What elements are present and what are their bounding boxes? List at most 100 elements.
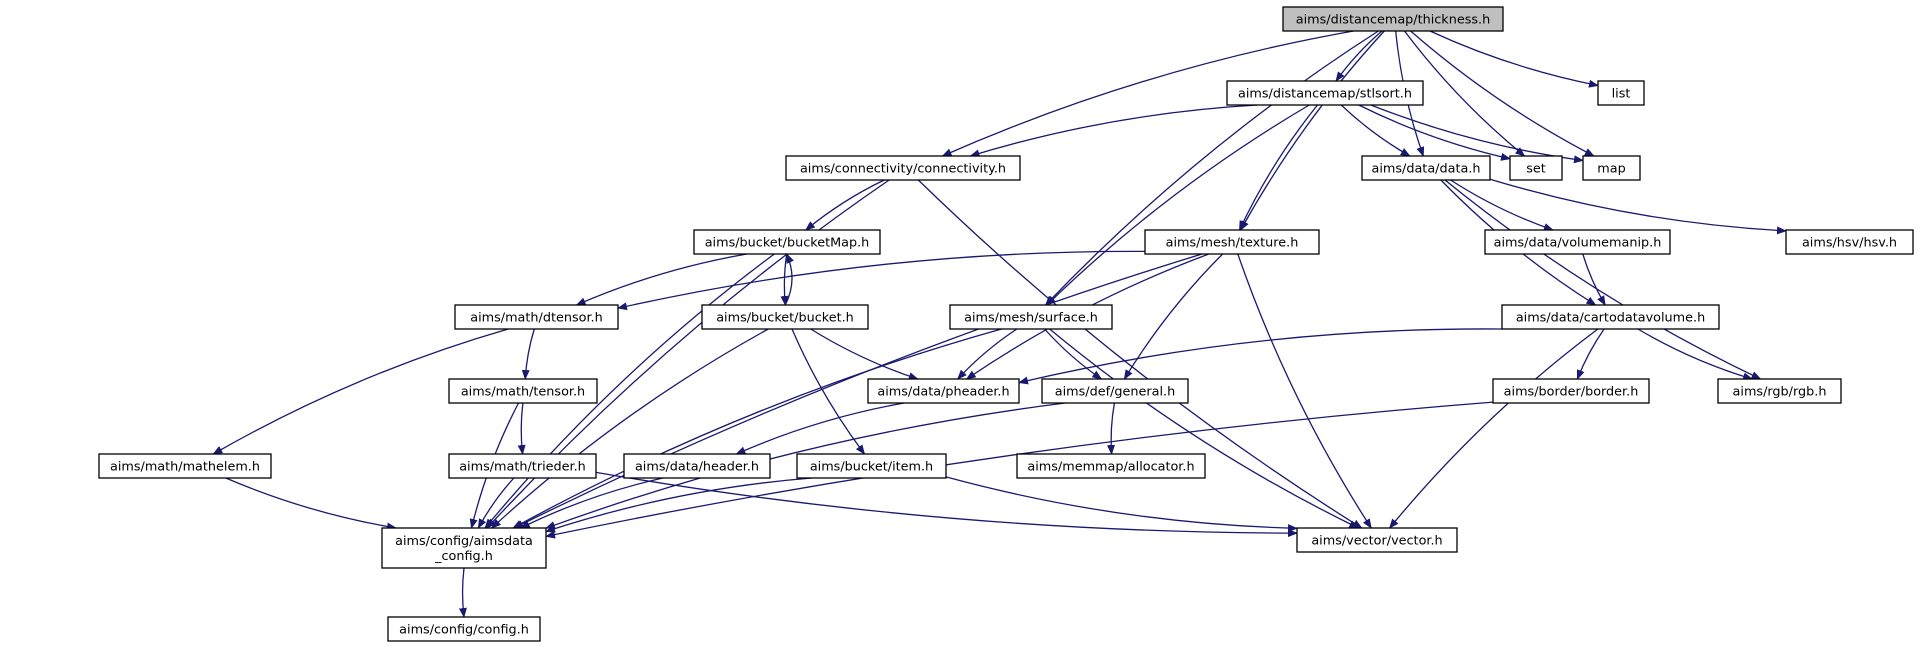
node-label-line: aims/math/mathelem.h — [110, 460, 260, 475]
edge-bucketmap-to-aimsdata_config — [484, 253, 775, 529]
node-config[interactable]: aims/config/config.h — [387, 616, 541, 642]
edge-stlsort-to-texture — [1238, 104, 1319, 231]
node-box — [796, 453, 947, 479]
node-label: aims/data/volumemanip.h — [1494, 236, 1662, 251]
node-header[interactable]: aims/data/header.h — [623, 453, 771, 479]
edge-stlsort-to-surface — [1046, 104, 1310, 306]
node-box — [1016, 453, 1206, 479]
node-box — [381, 527, 547, 569]
edge-item-to-vector — [945, 476, 1298, 533]
node-box — [1492, 378, 1650, 404]
node-label: aims/distancemap/stlsort.h — [1238, 87, 1412, 102]
edge-texture-to-general — [1123, 253, 1224, 380]
node-thickness[interactable]: aims/distancemap/thickness.h — [1282, 6, 1504, 32]
node-border[interactable]: aims/border/border.h — [1492, 378, 1650, 404]
edge-surface-to-general — [1044, 328, 1103, 380]
edge-aimsdata_config-to-config — [458, 567, 467, 618]
edge-datah-to-volumemanip — [1450, 179, 1554, 231]
node-label-line: aims/connectivity/connectivity.h — [800, 162, 1006, 177]
edge-surface-to-pheader — [957, 328, 1018, 380]
node-tensor[interactable]: aims/math/tensor.h — [448, 378, 598, 404]
node-label: aims/math/trieder.h — [459, 460, 586, 475]
node-label: aims/connectivity/connectivity.h — [800, 162, 1006, 177]
node-vector[interactable]: aims/vector/vector.h — [1296, 527, 1458, 553]
node-box — [1582, 155, 1641, 181]
node-box — [1597, 80, 1645, 106]
node-label: list — [1612, 87, 1631, 102]
node-label-line: list — [1612, 87, 1631, 102]
node-texture[interactable]: aims/mesh/texture.h — [1144, 229, 1320, 255]
node-label-line: aims/math/trieder.h — [459, 460, 586, 475]
node-bucket[interactable]: aims/bucket/bucket.h — [701, 304, 869, 330]
edge-stlsort-to-set — [1358, 104, 1511, 161]
node-label-line: aims/hsv/hsv.h — [1802, 236, 1897, 251]
edge-cartodatavolume-to-vector — [1388, 328, 1599, 529]
node-label-line: map — [1597, 162, 1625, 177]
node-trieder[interactable]: aims/math/trieder.h — [448, 453, 597, 479]
edge-dtensor-to-tensor — [521, 328, 535, 380]
edge-surface-to-vector — [1049, 328, 1360, 529]
node-label: aims/data/pheader.h — [877, 385, 1009, 400]
edge-thickness-to-stlsort — [1335, 30, 1383, 82]
node-connectivity[interactable]: aims/connectivity/connectivity.h — [785, 155, 1021, 181]
node-label: aims/data/header.h — [635, 460, 759, 475]
node-label: aims/config/aimsdata_config.h — [395, 534, 533, 564]
node-label-line: aims/border/border.h — [1504, 385, 1639, 400]
edge-bucket-to-item — [791, 328, 866, 455]
node-hsv[interactable]: aims/hsv/hsv.h — [1785, 229, 1914, 255]
edge-thickness-to-set — [1403, 30, 1526, 157]
node-general[interactable]: aims/def/general.h — [1041, 378, 1189, 404]
node-rgb[interactable]: aims/rgb/rgb.h — [1717, 378, 1842, 404]
node-label: aims/distancemap/thickness.h — [1296, 13, 1490, 28]
node-volumemanip[interactable]: aims/data/volumemanip.h — [1484, 229, 1671, 255]
edge-thickness-to-texture — [1240, 30, 1385, 231]
node-label: aims/mesh/texture.h — [1166, 236, 1299, 251]
edge-datah-to-rgb — [1444, 179, 1762, 380]
node-label-line: aims/vector/vector.h — [1311, 534, 1442, 549]
node-label-line: aims/data/cartodatavolume.h — [1516, 311, 1705, 326]
edge-texture-to-aimsdata_config — [513, 253, 1203, 529]
node-label: aims/mesh/surface.h — [964, 311, 1098, 326]
node-label: aims/border/border.h — [1504, 385, 1639, 400]
edge-texture-to-dtensor — [617, 250, 1146, 311]
node-label-line: aims/def/general.h — [1055, 385, 1175, 400]
node-box — [1144, 229, 1320, 255]
node-datah[interactable]: aims/data/data.h — [1361, 155, 1491, 181]
node-label-line: aims/distancemap/stlsort.h — [1238, 87, 1412, 102]
edge-stlsort-to-connectivity — [969, 104, 1258, 158]
node-aimsdata_config[interactable]: aims/config/aimsdata_config.h — [381, 527, 547, 569]
edge-header-to-aimsdata_config — [519, 477, 664, 529]
node-label: aims/data/cartodatavolume.h — [1516, 311, 1705, 326]
edge-general-to-allocator — [1107, 402, 1116, 455]
node-pheader[interactable]: aims/data/pheader.h — [867, 378, 1020, 404]
node-box — [1361, 155, 1491, 181]
node-label: set — [1526, 162, 1546, 177]
node-surface[interactable]: aims/mesh/surface.h — [949, 304, 1113, 330]
node-box — [1296, 527, 1458, 553]
edge-bucket-to-aimsdata_config — [491, 328, 769, 529]
node-label-line: aims/memmap/allocator.h — [1027, 460, 1194, 475]
node-dtensor[interactable]: aims/math/dtensor.h — [454, 304, 619, 330]
node-label-line: aims/bucket/item.h — [810, 460, 933, 475]
node-label: aims/bucket/bucketMap.h — [705, 236, 870, 251]
node-box — [1226, 80, 1424, 106]
node-mathelem[interactable]: aims/math/mathelem.h — [98, 453, 272, 479]
edge-bucketmap-to-dtensor — [575, 253, 748, 306]
node-allocator[interactable]: aims/memmap/allocator.h — [1016, 453, 1206, 479]
node-label: map — [1597, 162, 1625, 177]
node-box — [693, 229, 881, 255]
edges-layer — [212, 30, 1787, 618]
edge-thickness-to-surface — [1044, 30, 1379, 306]
node-label: aims/def/general.h — [1055, 385, 1175, 400]
node-cartodatavolume[interactable]: aims/data/cartodatavolume.h — [1501, 304, 1720, 330]
node-item[interactable]: aims/bucket/item.h — [796, 453, 947, 479]
node-stlsort[interactable]: aims/distancemap/stlsort.h — [1226, 80, 1424, 106]
node-label-line: aims/bucket/bucketMap.h — [705, 236, 870, 251]
node-label-line: aims/math/tensor.h — [461, 385, 585, 400]
node-list: list — [1597, 80, 1645, 106]
node-bucketmap[interactable]: aims/bucket/bucketMap.h — [693, 229, 881, 255]
node-box — [98, 453, 272, 479]
node-label: aims/rgb/rgb.h — [1733, 385, 1827, 400]
node-box — [1501, 304, 1720, 330]
node-label: aims/hsv/hsv.h — [1802, 236, 1897, 251]
